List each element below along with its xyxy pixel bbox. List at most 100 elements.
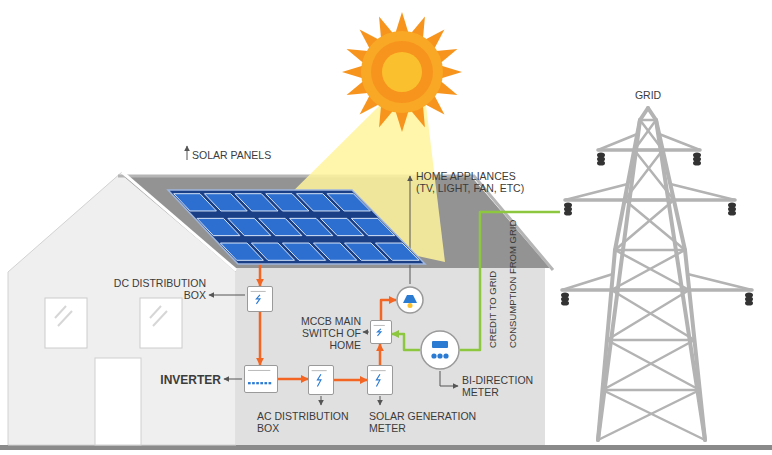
- tower-strut: [640, 119, 656, 122]
- bolt-symbol: [376, 374, 380, 386]
- power-flow-line: [460, 212, 560, 350]
- window-glare: [58, 311, 72, 326]
- power-flow-line: [259, 264, 262, 286]
- sun-ray: [396, 111, 409, 132]
- inverter-led: [260, 382, 263, 384]
- component-label: HOME APPLIANCES (TV, LIGHT, FAN, ETC): [416, 170, 532, 194]
- bolt-symbol: [377, 329, 380, 336]
- power-flow-line: [259, 312, 262, 365]
- node-shape: [309, 366, 332, 393]
- tower-strut: [615, 200, 674, 250]
- node-shape: [396, 286, 424, 314]
- tower-strut: [562, 274, 613, 290]
- home-appliance-lamp: HOME APPLIANCES (TV, LIGHT, FAN, ETC): [396, 286, 424, 314]
- bi-direction-meter: BI-DIRECTION METER: [420, 330, 460, 370]
- lamp-bulb: [408, 303, 413, 308]
- box-detail: [312, 370, 327, 371]
- tower-strut: [615, 249, 685, 252]
- sun-outer: [361, 31, 443, 113]
- leader-line: [224, 379, 242, 380]
- meter-button: [437, 353, 442, 358]
- insulator: [745, 300, 753, 305]
- flow-label: CREDIT TO GRID: [487, 271, 499, 348]
- insulator: [693, 160, 701, 165]
- tower-strut: [625, 200, 685, 250]
- node-shape: [420, 330, 460, 370]
- power-flow-line: [334, 379, 367, 382]
- box-detail: [374, 325, 385, 326]
- insulator: [728, 210, 736, 215]
- window-glare: [153, 311, 167, 326]
- tower-strut: [615, 250, 689, 290]
- tower-strut: [598, 390, 700, 440]
- power-flow-line: [278, 378, 308, 381]
- power-flow-line: [381, 300, 396, 320]
- meter-button: [443, 353, 448, 358]
- tower-strut: [634, 150, 674, 200]
- box-detail: [251, 291, 266, 292]
- node-shape: [371, 321, 390, 342]
- leader-line: [187, 146, 188, 160]
- bolt-symbol: [317, 374, 321, 386]
- insulator: [564, 210, 572, 215]
- leader-line: [363, 332, 369, 333]
- inverter: INVERTER: [244, 365, 278, 393]
- solar-cell: [351, 218, 394, 235]
- tower-strut: [565, 198, 735, 202]
- leader-line: [209, 295, 245, 296]
- inverter-led: [264, 382, 267, 384]
- tower-strut: [659, 134, 700, 150]
- box-detail: [248, 370, 270, 371]
- tower-strut: [607, 339, 695, 342]
- leader-line: [321, 396, 322, 405]
- sun-ray: [342, 66, 363, 79]
- component-label: GRID: [618, 89, 678, 101]
- leader-line: [380, 396, 381, 405]
- tower-strut: [602, 340, 694, 390]
- house-front-wall: [236, 268, 545, 445]
- panel-frame: [168, 190, 425, 264]
- leader-line: [410, 176, 411, 284]
- tower-strut: [625, 150, 663, 200]
- sun-rays: [342, 12, 462, 132]
- component-label: BI-DIRECTION METER: [462, 374, 554, 398]
- tower-strut: [602, 390, 705, 440]
- box-detail: [371, 370, 386, 371]
- inverter-led: [248, 382, 251, 384]
- mccb-switch: MCCB MAIN SWITCH OF HOME: [370, 320, 392, 344]
- node-shape: [560, 105, 755, 445]
- tower-strut: [670, 184, 735, 200]
- inverter-led: [252, 382, 255, 384]
- tower-strut: [611, 290, 694, 340]
- solar-panel-array: SOLAR PANELS: [168, 190, 425, 264]
- window-glare: [150, 306, 161, 318]
- bolt-symbol: [256, 295, 260, 304]
- sun-ray: [441, 66, 462, 79]
- lamp-shade: [403, 295, 417, 303]
- tower-strut: [648, 108, 656, 120]
- window-glare: [55, 306, 66, 318]
- meter-display: [432, 341, 448, 348]
- insulator: [597, 160, 605, 165]
- component-label: MCCB MAIN SWITCH OF HOME: [269, 315, 361, 351]
- tower-strut: [598, 148, 700, 152]
- ac-distribution-box: AC DISTRIBUTION BOX: [308, 365, 334, 395]
- tower-strut: [611, 250, 685, 290]
- tower-strut: [598, 134, 637, 150]
- component-label: SOLAR GENERATION METER: [369, 410, 494, 434]
- window: [45, 298, 87, 348]
- component-label: INVERTER: [131, 373, 221, 387]
- dc-distribution-box: DC DISTRIBUTION BOX: [247, 286, 273, 312]
- node-shape: [245, 366, 276, 391]
- solar-cell: [376, 243, 420, 260]
- solar-generation-meter: SOLAR GENERATION METER: [367, 365, 393, 395]
- tower-strut: [688, 274, 752, 290]
- leader-line: [440, 371, 458, 386]
- meter-circle: [421, 331, 459, 369]
- sun-ray: [396, 12, 409, 33]
- tower-strut: [607, 340, 700, 390]
- tower-strut: [565, 184, 628, 200]
- power-flow-line: [379, 344, 382, 365]
- node-shape: [368, 366, 391, 393]
- lamp-circle: [397, 287, 423, 313]
